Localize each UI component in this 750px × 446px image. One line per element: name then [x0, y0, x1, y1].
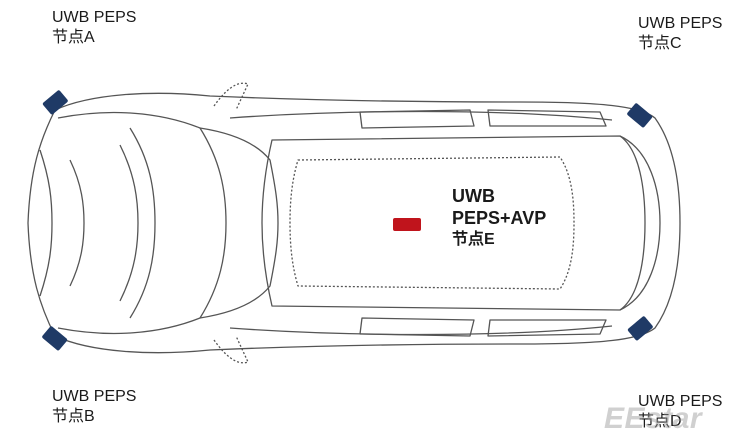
node-d-marker — [627, 316, 653, 341]
node-c-title: UWB PEPS — [638, 15, 723, 32]
car-body-outline — [27, 82, 681, 364]
node-a-label: UWB PEPS 节点A — [52, 8, 136, 48]
node-c-label: UWB PEPS 节点C — [638, 14, 722, 54]
node-b-name: 节点B — [52, 408, 95, 425]
node-d-label: UWB PEPS 节点D — [638, 392, 722, 432]
node-a-marker — [42, 90, 68, 115]
node-e-title: UWB — [452, 186, 495, 206]
node-c-name: 节点C — [638, 35, 682, 52]
node-d-name: 节点D — [638, 413, 682, 430]
node-e-name: 节点E — [452, 230, 495, 248]
node-c-marker — [627, 103, 653, 128]
watermark: EEstar — [604, 402, 703, 435]
node-b-marker — [42, 326, 68, 351]
node-e-marker — [393, 218, 421, 231]
node-e-label: UWB PEPS+AVP 节点E — [452, 186, 546, 249]
node-b-title: UWB PEPS — [52, 388, 137, 405]
node-b-label: UWB PEPS 节点B — [52, 387, 136, 427]
node-d-title: UWB PEPS — [638, 393, 723, 410]
node-a-title: UWB PEPS — [52, 9, 137, 26]
node-a-name: 节点A — [52, 29, 95, 46]
node-e-subtitle: PEPS+AVP — [452, 207, 547, 228]
